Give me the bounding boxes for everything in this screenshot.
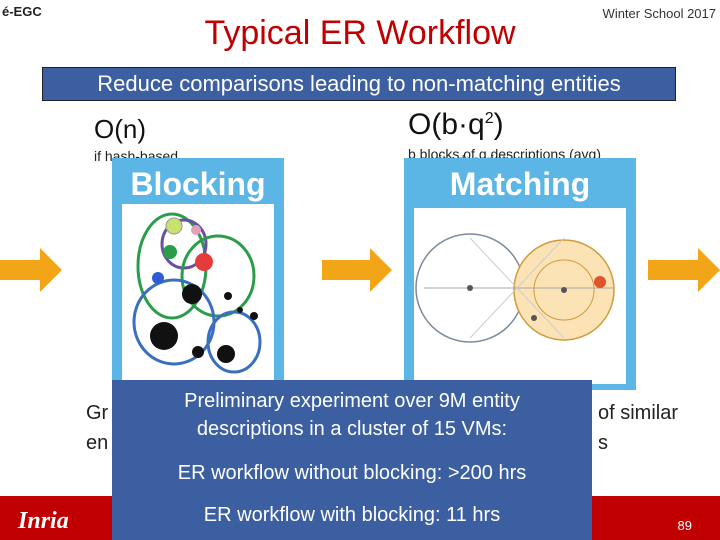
page-number: 89: [677, 518, 692, 533]
blocking-complexity: O(n): [94, 114, 146, 144]
matching-complexity: O(b·q2): [408, 108, 504, 141]
blocking-panel: Blocking: [112, 158, 284, 390]
popup-line-2: descriptions in a cluster of 15 VMs:: [196, 418, 508, 440]
blocking-label: Blocking: [130, 166, 266, 202]
popup-line-4: ER workflow with blocking: 11 hrs: [203, 504, 501, 526]
inria-logo: Inria: [18, 508, 69, 534]
background-text-left: Gr en: [86, 402, 109, 454]
experiment-popup: Preliminary experiment over 9M entity de…: [112, 380, 592, 540]
popup-line-3: ER workflow without blocking: >200 hrs: [177, 462, 527, 484]
matching-circles-illustration: [414, 208, 626, 384]
banner: Reduce comparisons leading to non-matchi…: [42, 67, 676, 101]
slide-title: Typical ER Workflow: [204, 14, 516, 52]
matching-label: Matching: [449, 166, 591, 202]
blocking-clusters-illustration: [122, 204, 274, 384]
logo-text: é-EGC: [2, 4, 42, 19]
event-label: Winter School 2017: [602, 6, 716, 21]
popup-line-1: Preliminary experiment over 9M entity: [184, 390, 520, 412]
matching-panel: Matching: [404, 158, 636, 390]
background-text-right: of similar s: [598, 402, 679, 454]
